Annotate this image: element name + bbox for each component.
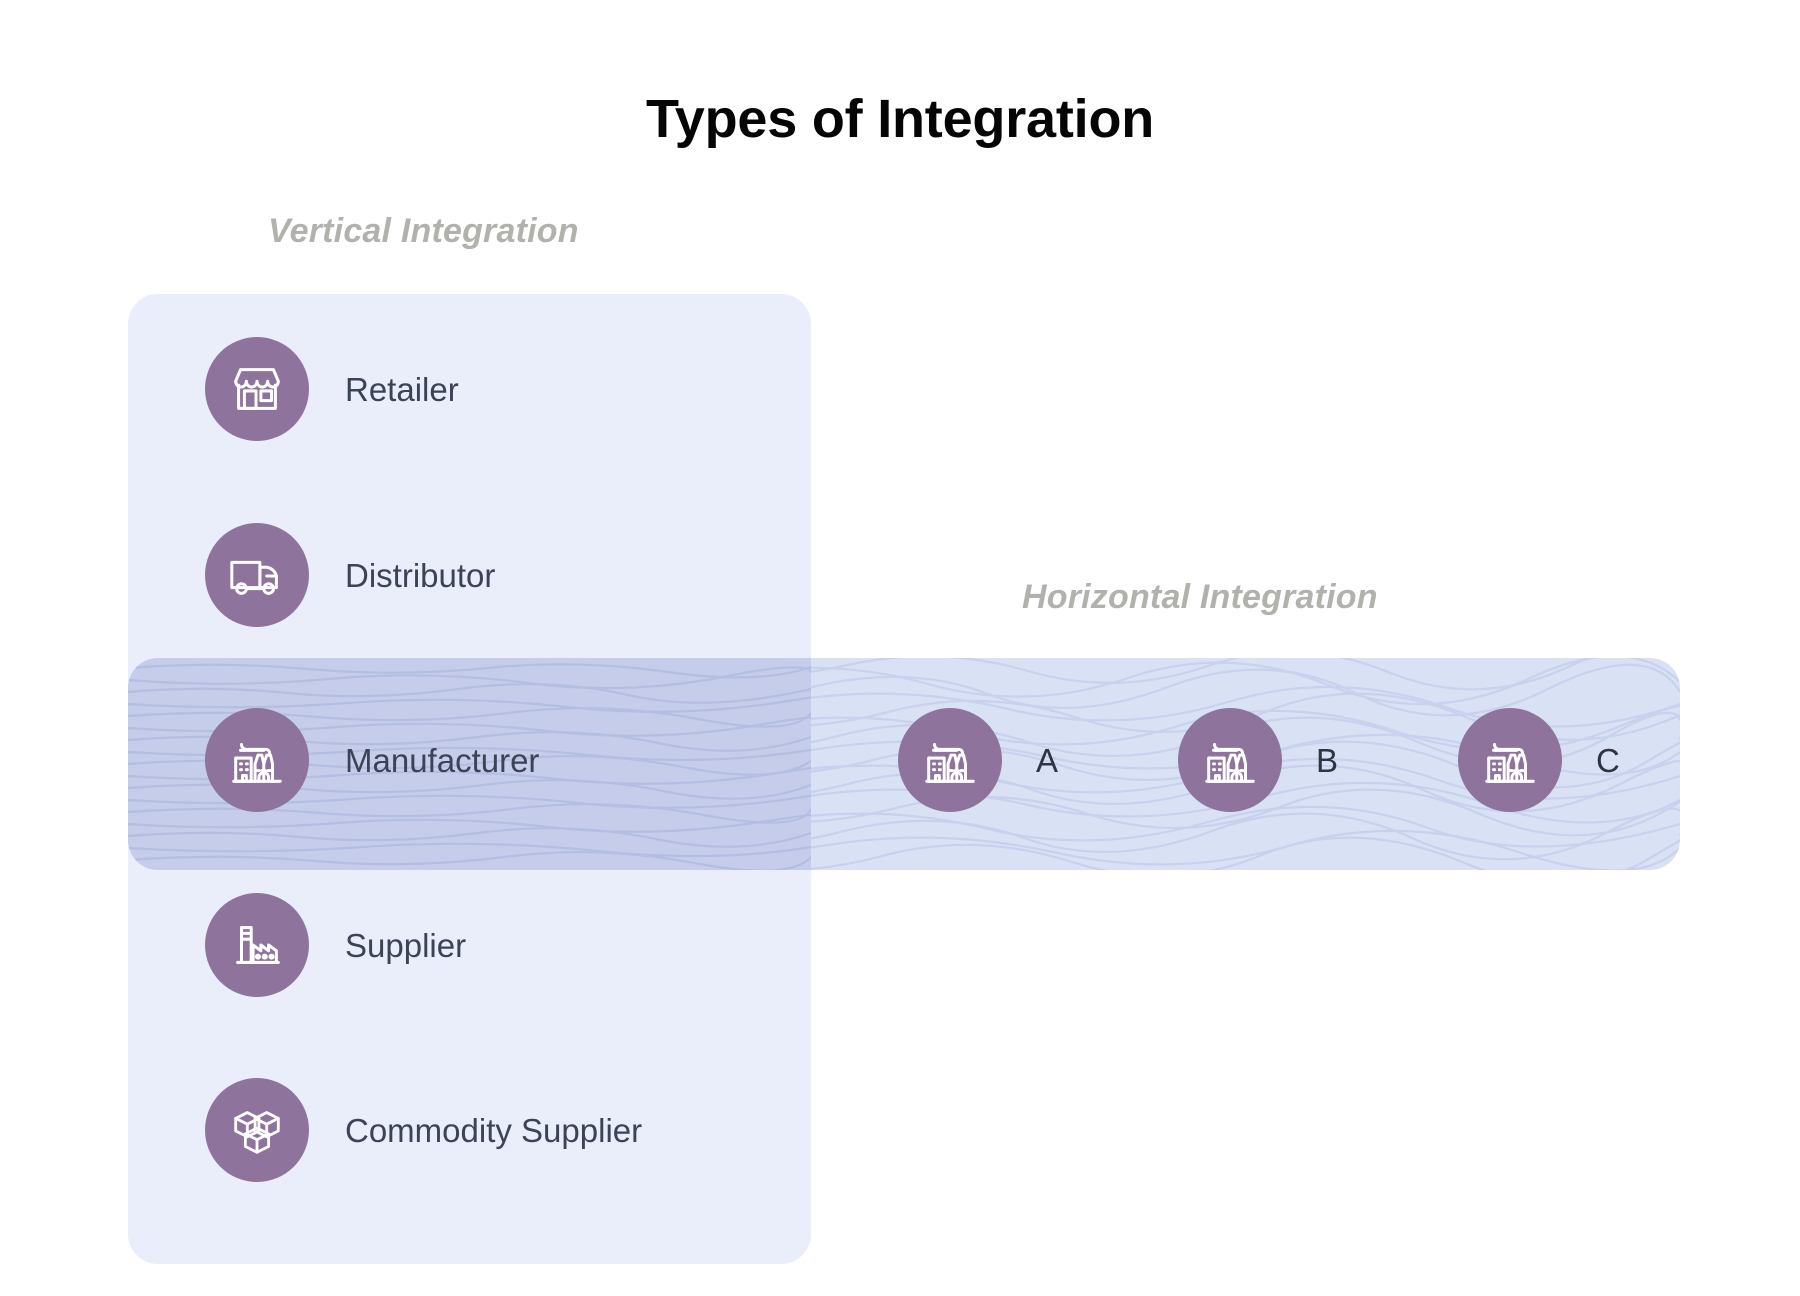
vertical-integration-caption: Vertical Integration xyxy=(268,212,579,250)
horizontal-item-a[interactable]: A xyxy=(898,708,1058,812)
list-item-commodity-supplier[interactable]: Commodity Supplier xyxy=(205,1078,642,1182)
list-item-supplier[interactable]: Supplier xyxy=(205,893,466,997)
delivery-truck-icon xyxy=(205,523,309,627)
horizontal-item-label: C xyxy=(1596,741,1620,779)
storefront-icon xyxy=(205,337,309,441)
factory-icon xyxy=(898,708,1002,812)
list-item-label: Supplier xyxy=(345,926,467,964)
factory-icon xyxy=(1178,708,1282,812)
page-title: Types of Integration xyxy=(645,89,1155,149)
cubes-icon xyxy=(205,1078,309,1182)
list-item-retailer[interactable]: Retailer xyxy=(205,337,459,441)
factory-icon xyxy=(1458,708,1562,812)
horizontal-item-label: A xyxy=(1036,741,1059,779)
list-item-label: Retailer xyxy=(345,370,459,408)
factory-icon xyxy=(205,708,309,812)
horizontal-item-b[interactable]: B xyxy=(1178,708,1338,812)
horizontal-integration-caption: Horizontal Integration xyxy=(1022,578,1378,616)
horizontal-item-c[interactable]: C xyxy=(1458,708,1620,812)
list-item-label: Commodity Supplier xyxy=(345,1111,643,1149)
list-item-label: Manufacturer xyxy=(345,741,540,779)
industrial-plant-icon xyxy=(205,893,309,997)
list-item-distributor[interactable]: Distributor xyxy=(205,523,495,627)
horizontal-item-label: B xyxy=(1316,741,1339,779)
list-item-manufacturer[interactable]: Manufacturer xyxy=(205,708,539,812)
list-item-label: Distributor xyxy=(345,556,496,594)
